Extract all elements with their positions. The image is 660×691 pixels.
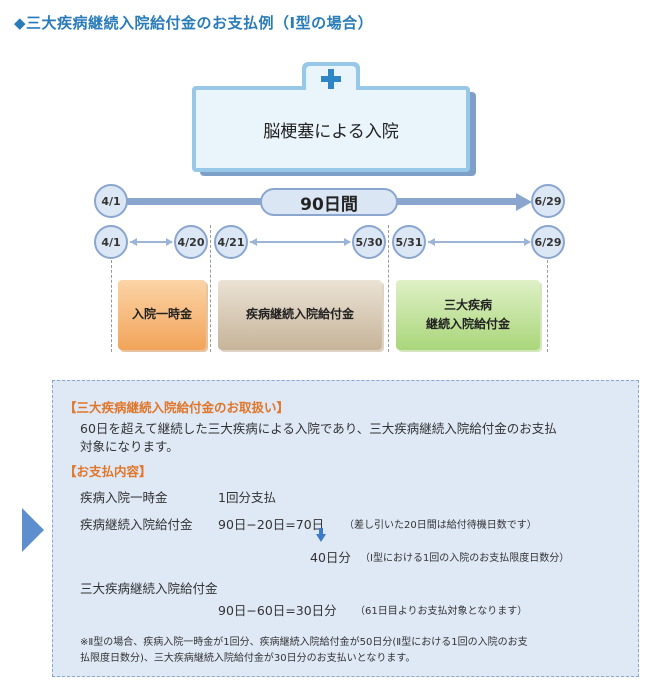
date-start-main: 4/1 <box>94 184 128 218</box>
hospital-tab-inner <box>306 66 356 92</box>
hospital-label: 脳梗塞による入院 <box>263 121 399 142</box>
heading-payment: 【お支払内容】 <box>64 464 152 479</box>
seg3-line <box>428 241 530 243</box>
row2-label: 疾病継続入院給付金 <box>80 517 193 532</box>
heading-handling: 【三大疾病継続入院給付金のお取扱い】 <box>64 400 290 415</box>
arrow-right-icon <box>516 193 532 211</box>
arrow-down-icon <box>316 534 326 542</box>
seg2-line <box>250 241 350 243</box>
arrow-left-icon <box>250 238 257 246</box>
row1-label: 疾病入院一時金 <box>80 490 168 505</box>
page-title: ◆三大疾病継続入院給付金のお支払例（Ⅰ型の場合） <box>14 14 374 32</box>
three-major-label-1: 三大疾病 <box>443 297 492 312</box>
arrow-right-icon <box>524 238 531 246</box>
continuous-label: 疾病継続入院給付金 <box>245 307 354 322</box>
play-arrow-icon <box>22 508 44 552</box>
period-pill: 90日間 <box>260 188 398 216</box>
seg1-line <box>130 241 172 243</box>
lump-sum-box: 入院一時金 <box>118 280 206 350</box>
info-panel <box>52 380 639 677</box>
row5-value: 90日−60日=30日分 <box>218 603 337 618</box>
divider <box>111 260 112 352</box>
row5-note: （61日目よりお支払対象となります） <box>355 606 528 617</box>
footnote-line2: 払限度日数分)、三大疾病継続入院給付金が30日分のお支払いとなります。 <box>80 653 416 664</box>
medical-cross-icon <box>321 69 341 89</box>
three-major-box: 三大疾病 継続入院給付金 <box>396 280 540 350</box>
continuous-box: 疾病継続入院給付金 <box>218 280 382 350</box>
hospital-card: 脳梗塞による入院 <box>192 86 470 172</box>
arrow-left-icon <box>428 238 435 246</box>
row3-value: 40日分 <box>310 550 351 565</box>
date-seg2-from: 4/21 <box>214 225 248 259</box>
divider <box>547 260 548 352</box>
divider <box>388 225 389 352</box>
footnote-line1: ※Ⅱ型の場合、疾病入院一時金が1回分、疾病継続入院給付金が50日分(Ⅱ型における… <box>80 637 528 648</box>
row2-value: 90日−20日=70日 <box>218 517 325 532</box>
row3-note: （Ⅰ型における1回の入院のお支払限度日数分） <box>360 553 570 564</box>
date-seg2-to: 5/30 <box>352 225 386 259</box>
row4-label: 三大疾病継続入院給付金 <box>80 581 218 596</box>
date-seg3-to: 6/29 <box>531 225 565 259</box>
divider <box>210 225 211 352</box>
handling-text-1: 60日を超えて継続した三大疾病による入院であり、三大疾病継続入院給付金のお支払 <box>80 421 557 436</box>
date-seg3-from: 5/31 <box>392 225 426 259</box>
arrow-left-icon <box>130 238 137 246</box>
row2-note: （差し引いた20日間は給付待機日数です） <box>344 520 537 531</box>
date-seg1-from: 4/1 <box>94 225 128 259</box>
arrow-right-icon <box>166 238 173 246</box>
arrow-down-stem <box>319 528 323 535</box>
date-seg1-to: 4/20 <box>174 225 208 259</box>
handling-text-2: 対象になります。 <box>80 439 179 454</box>
arrow-right-icon <box>344 238 351 246</box>
date-end-main: 6/29 <box>531 184 565 218</box>
three-major-label-2: 継続入院給付金 <box>425 317 510 331</box>
row1-value: 1回分支払 <box>218 490 276 505</box>
lump-sum-label: 入院一時金 <box>131 307 192 322</box>
